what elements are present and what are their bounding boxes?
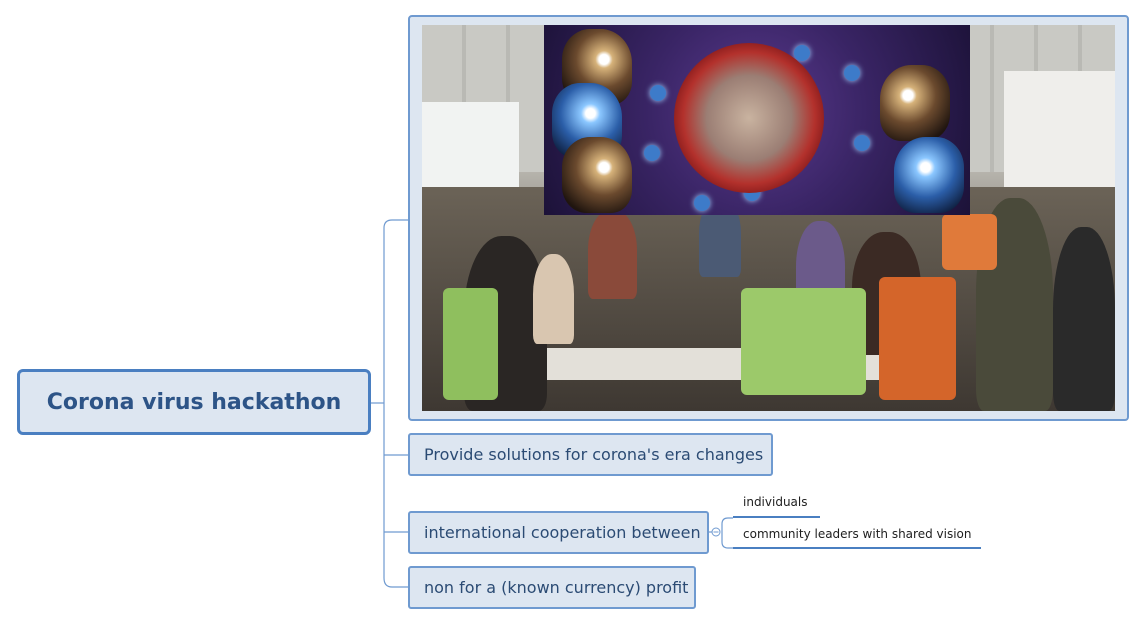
topic-non-profit[interactable]: non for a (known currency) profit [408, 566, 696, 609]
topic-label: international cooperation between [424, 523, 701, 542]
subtopic-label: community leaders with shared vision [743, 527, 972, 541]
hackathon-photo [422, 25, 1115, 411]
central-topic-label: Corona virus hackathon [46, 389, 342, 415]
subtopic-label: individuals [743, 495, 808, 509]
topic-label: non for a (known currency) profit [424, 578, 689, 597]
central-topic[interactable]: Corona virus hackathon [17, 369, 371, 435]
topic-provide-solutions[interactable]: Provide solutions for corona's era chang… [408, 433, 773, 476]
subtopic-underline [733, 516, 820, 518]
subtopic-community-leaders[interactable]: community leaders with shared vision [743, 527, 972, 541]
topic-label: Provide solutions for corona's era chang… [424, 445, 764, 464]
subtopic-individuals[interactable]: individuals [743, 495, 808, 509]
image-topic[interactable] [408, 15, 1129, 421]
subtopic-underline [733, 547, 981, 549]
coronavirus-illustration [544, 25, 970, 215]
topic-international-cooperation[interactable]: international cooperation between [408, 511, 709, 554]
